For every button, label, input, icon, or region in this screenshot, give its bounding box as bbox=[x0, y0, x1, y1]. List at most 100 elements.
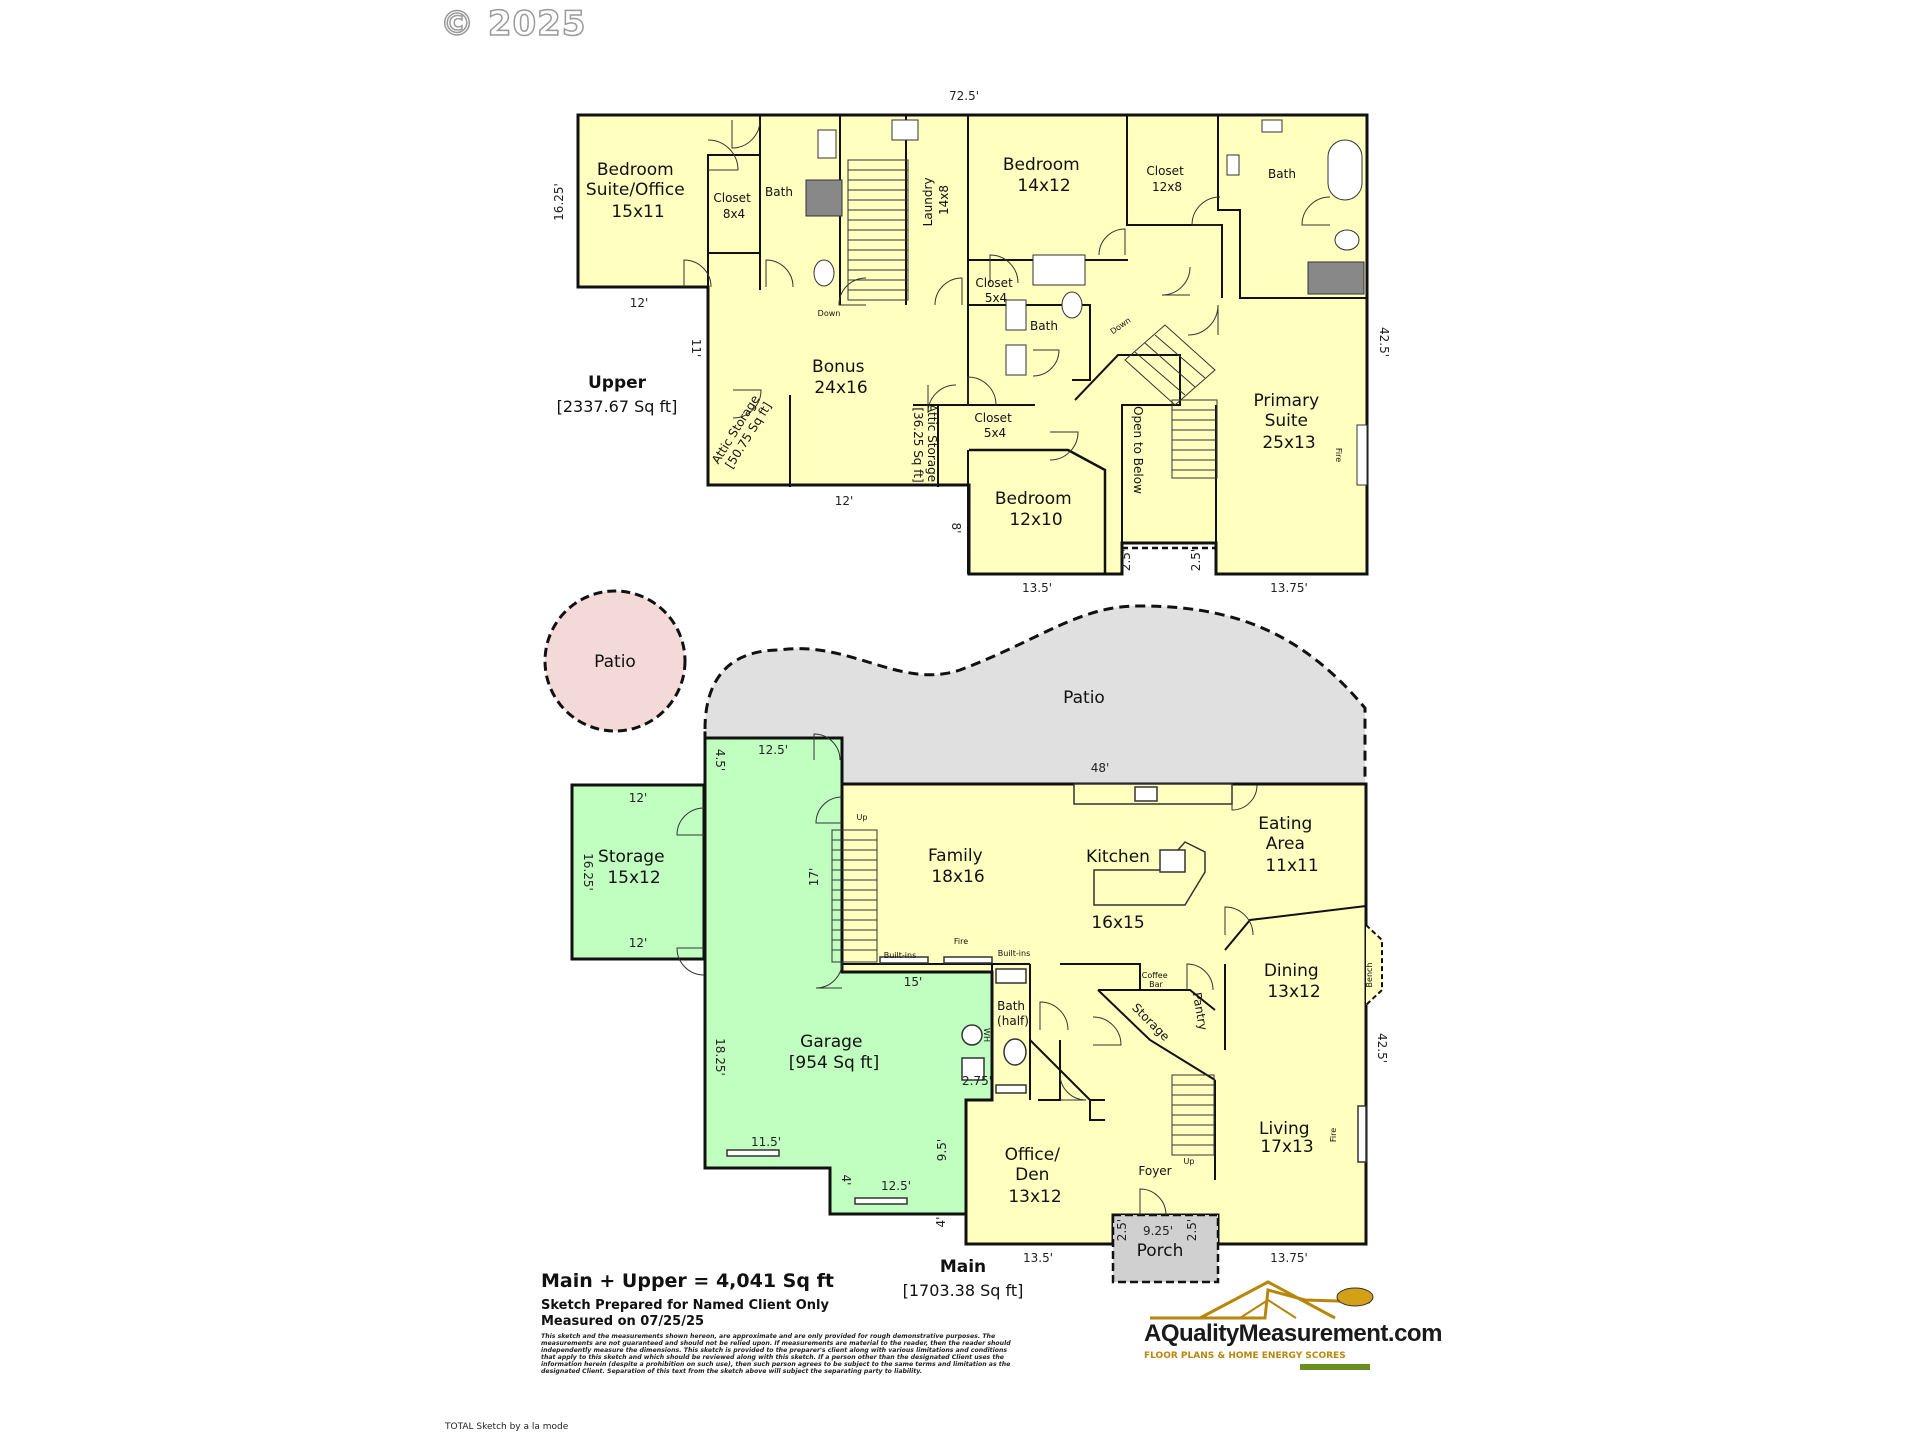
room-closet-12x8: Closet 12x8 bbox=[1146, 164, 1187, 194]
dim-garage-4-5: 4.5' bbox=[713, 749, 727, 771]
room-patio-main: Patio bbox=[1063, 688, 1105, 708]
upper-fixtures bbox=[805, 119, 1368, 486]
room-bonus: Bonus 24x16 bbox=[812, 357, 870, 398]
label-fire-family: Fire bbox=[954, 937, 968, 946]
upper-stairs bbox=[847, 159, 1218, 479]
room-coffee-bar: Coffee Bar bbox=[1142, 971, 1170, 989]
label-fire-living: Fire bbox=[1329, 1128, 1338, 1142]
dim-bottom-12-b: 12' bbox=[835, 494, 854, 508]
room-kitchen: Kitchen bbox=[1086, 847, 1150, 867]
dim-garage-12-5-top: 12.5' bbox=[758, 743, 788, 757]
main-floor: Patio Patio Storage 15x12 Garage [954 Sq… bbox=[543, 589, 1389, 1300]
room-closet-5x4-b: Closet 5x4 bbox=[974, 411, 1015, 440]
room-bath-primary: Bath bbox=[1268, 167, 1296, 181]
dim-garage-9-5: 9.5' bbox=[935, 1139, 949, 1161]
dim-porch-2-5-b: 2.5' bbox=[1185, 1219, 1199, 1241]
brand-tagline: FLOOR PLANS & HOME ENERGY SCORES bbox=[1144, 1351, 1346, 1361]
dim-right-42-5: 42.5' bbox=[1377, 327, 1391, 357]
room-bedroom-14x12: Bedroom 14x12 bbox=[1003, 155, 1085, 196]
dim-main-bottom-13-5: 13.5' bbox=[1023, 1251, 1053, 1265]
room-open-to-below: Open to Below bbox=[1131, 406, 1145, 494]
dim-bottom-13-5: 13.5' bbox=[1022, 581, 1052, 595]
prepared-note: Sketch Prepared for Named Client Only bbox=[541, 1298, 829, 1313]
room-laundry: Laundry 14x8 bbox=[921, 174, 951, 227]
tape-measure-icon bbox=[1336, 1287, 1374, 1307]
dim-garage-11-5: 11.5' bbox=[751, 1135, 781, 1149]
label-built-ins-2: Built-ins bbox=[998, 949, 1031, 958]
room-patio-round: Patio bbox=[594, 652, 636, 672]
main-door-swings bbox=[676, 733, 1258, 1216]
disclaimer-text: This sketch and the measurements shown h… bbox=[541, 1333, 1011, 1375]
measured-date: Measured on 07/25/25 bbox=[541, 1314, 705, 1329]
room-eating-area: Eating Area 11x11 bbox=[1258, 814, 1318, 876]
room-dining: Dining 13x12 bbox=[1264, 961, 1324, 1002]
brand-name: AQualityMeasurement.com bbox=[1144, 1320, 1442, 1347]
total-square-footage: Main + Upper = 4,041 Sq ft bbox=[541, 1270, 834, 1292]
dim-top-72-5: 72.5' bbox=[949, 89, 979, 103]
room-living: Living 17x13 bbox=[1259, 1119, 1315, 1157]
dim-garage-2-75: 2.75' bbox=[962, 1074, 992, 1088]
upper-room-labels: Bedroom Suite/Office 15x11 Bonus 24x16 B… bbox=[586, 155, 1324, 530]
room-family: Family 18x16 bbox=[928, 846, 988, 887]
patio-main bbox=[703, 604, 1367, 786]
dim-garage-4: 4' bbox=[839, 1175, 853, 1186]
dim-garage-12-5-bottom: 12.5' bbox=[881, 1179, 911, 1193]
dim-left-8: 8' bbox=[949, 523, 963, 534]
dim-bottom-13-75: 13.75' bbox=[1270, 581, 1308, 595]
main-tiny-labels: Coffee Bar Built-ins Built-ins Fire Fire… bbox=[857, 813, 1374, 1166]
dim-garage-18-25: 18.25' bbox=[713, 1038, 727, 1076]
main-floor-label: Main bbox=[940, 1257, 986, 1277]
main-floor-area: [1703.38 Sq ft] bbox=[903, 1281, 1024, 1300]
room-porch: Porch bbox=[1137, 1241, 1184, 1261]
dim-left-11: 11' bbox=[689, 339, 703, 358]
upper-door-swings bbox=[683, 119, 1331, 461]
dim-porch-9-25: 9.25' bbox=[1143, 1224, 1173, 1238]
copyright-watermark: © 2025 bbox=[439, 3, 587, 45]
patio-round bbox=[543, 589, 687, 733]
dim-gap-2-5-a: 2.5' bbox=[1119, 549, 1133, 571]
room-attic-storage-2: Attic Storage [36.25 Sq ft] bbox=[911, 404, 939, 486]
house-roof-icon bbox=[1150, 1288, 1371, 1320]
label-wh: WH bbox=[982, 1028, 991, 1042]
dim-office-4: 4' bbox=[934, 1217, 948, 1228]
upper-floor: Bedroom Suite/Office 15x11 Bonus 24x16 B… bbox=[552, 89, 1391, 595]
upper-dimensions: 72.5' 16.25' 12' 11' 12' 8' 13.5' 13.75'… bbox=[552, 89, 1391, 595]
storage-room bbox=[570, 783, 706, 961]
upper-floor-area: [2337.67 Sq ft] bbox=[557, 397, 678, 416]
room-kitchen-size: 16x15 bbox=[1091, 913, 1144, 933]
kitchen-features bbox=[726, 783, 1367, 1205]
room-bath-half: Bath (half) bbox=[997, 999, 1029, 1028]
dim-storage-16-25: 16.25' bbox=[581, 853, 595, 891]
room-storage: Storage 15x12 bbox=[598, 847, 670, 888]
dim-patio-48: 48' bbox=[1091, 761, 1110, 775]
label-up-2: Up bbox=[1184, 1157, 1195, 1166]
label-fire-upper: Fire bbox=[1334, 448, 1343, 462]
dim-bottom-12-a: 12' bbox=[630, 296, 649, 310]
main-dimensions: 48' 12.5' 4.5' 12' 16.25' 12' 17' 15' 18… bbox=[581, 743, 1389, 1265]
label-bench: Bench bbox=[1365, 963, 1374, 988]
brand-logo bbox=[1150, 1280, 1374, 1370]
room-garage: Garage [954 Sq ft] bbox=[789, 1032, 879, 1073]
room-office-den: Office/ Den 13x12 bbox=[1005, 1145, 1066, 1207]
dim-main-bottom-13-75: 13.75' bbox=[1270, 1251, 1308, 1265]
room-foyer: Foyer bbox=[1138, 1164, 1171, 1178]
room-primary-suite: Primary Suite 25x13 bbox=[1253, 391, 1324, 453]
dim-left-16-25: 16.25' bbox=[552, 183, 566, 221]
main-stairs bbox=[831, 829, 1215, 1156]
dim-garage-17: 17' bbox=[807, 868, 821, 887]
dim-main-right-42-5: 42.5' bbox=[1375, 1033, 1389, 1063]
main-room-labels: Patio Patio Storage 15x12 Garage [954 Sq… bbox=[594, 652, 1324, 1261]
room-pantry: Pantry bbox=[1190, 991, 1210, 1031]
room-closet-8x4: Closet 8x4 bbox=[713, 191, 754, 221]
room-bath-2: Bath bbox=[1030, 319, 1058, 333]
software-footer: TOTAL Sketch by a la mode bbox=[445, 1422, 569, 1432]
room-bedroom-suite-office: Bedroom Suite/Office 15x11 bbox=[586, 160, 690, 222]
label-up-1: Up bbox=[857, 813, 868, 822]
label-built-ins-1: Built-ins bbox=[884, 951, 917, 960]
room-bedroom-12x10: Bedroom 12x10 bbox=[995, 489, 1077, 530]
bench-bump bbox=[1365, 924, 1383, 1006]
room-bath-1: Bath bbox=[765, 185, 793, 199]
room-closet-5x4-a: Closet 5x4 bbox=[975, 276, 1016, 305]
label-down-1: Down bbox=[818, 309, 841, 318]
